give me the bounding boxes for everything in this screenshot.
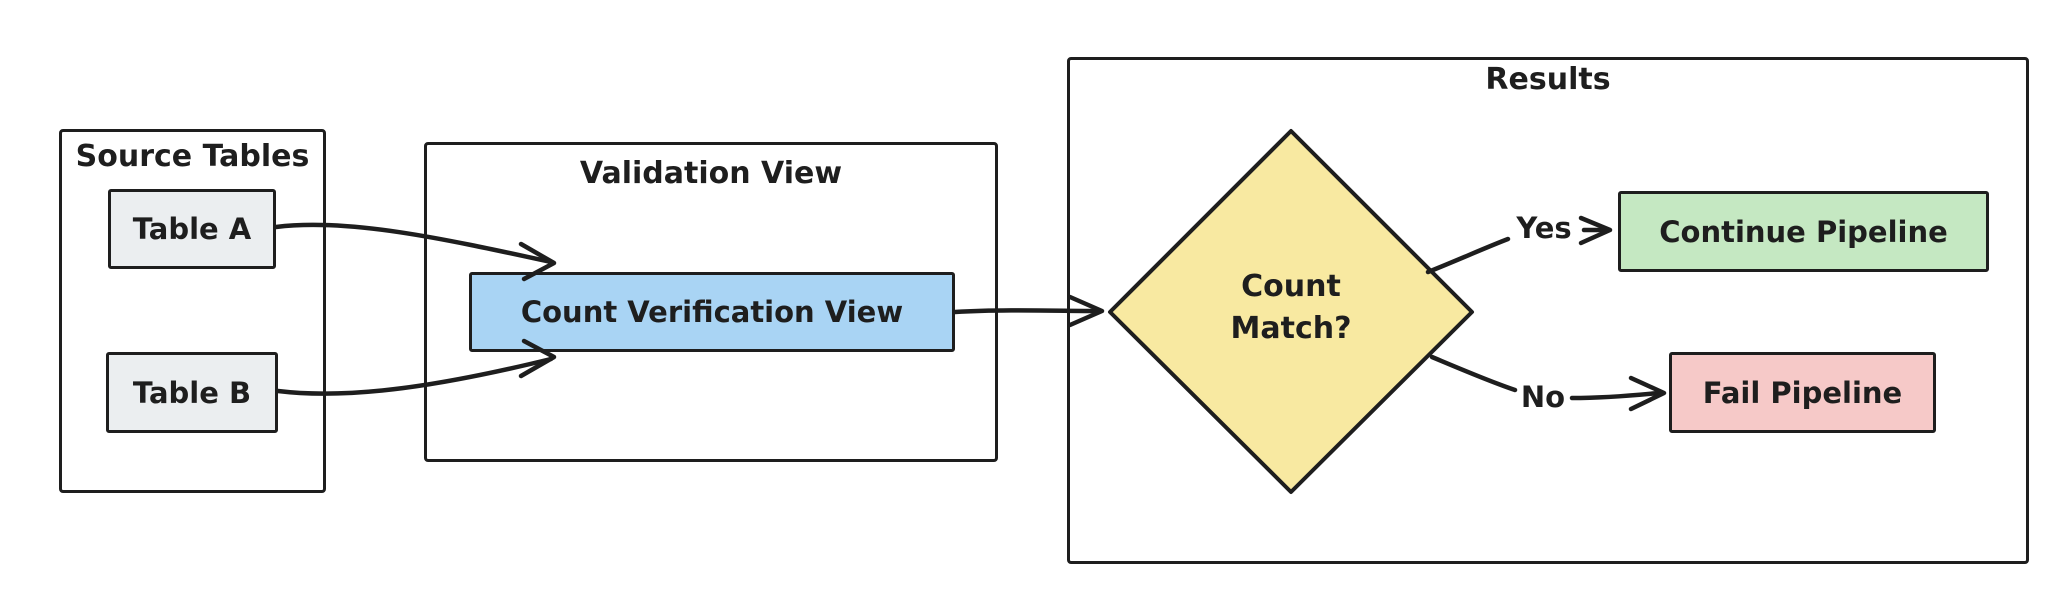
edge-label-no: No: [1520, 380, 1566, 414]
source-tables-title: Source Tables: [75, 139, 310, 174]
node-table-a-label: Table A: [132, 212, 252, 246]
node-fail-pipeline: Fail Pipeline: [1669, 352, 1936, 433]
node-count-verification-view: Count Verification View: [469, 272, 955, 352]
node-continue-pipeline-label: Continue Pipeline: [1659, 214, 1948, 249]
node-table-b-label: Table B: [132, 375, 252, 410]
validation-view-group: [424, 142, 998, 462]
results-title: Results: [1485, 62, 1611, 97]
node-count-verification-view-label: Count Verification View: [520, 295, 904, 329]
count-match-line-1: Count: [1241, 269, 1341, 304]
node-continue-pipeline: Continue Pipeline: [1618, 191, 1989, 272]
node-table-a: Table A: [108, 189, 276, 269]
node-table-b: Table B: [106, 352, 278, 433]
count-match-line-2: Match?: [1230, 311, 1352, 346]
node-fail-pipeline-label: Fail Pipeline: [1702, 375, 1903, 410]
edge-label-yes: Yes: [1516, 211, 1572, 245]
validation-view-title: Validation View: [579, 156, 843, 191]
node-count-match-label: Count Match?: [1160, 266, 1422, 350]
source-tables-group: [59, 129, 326, 493]
